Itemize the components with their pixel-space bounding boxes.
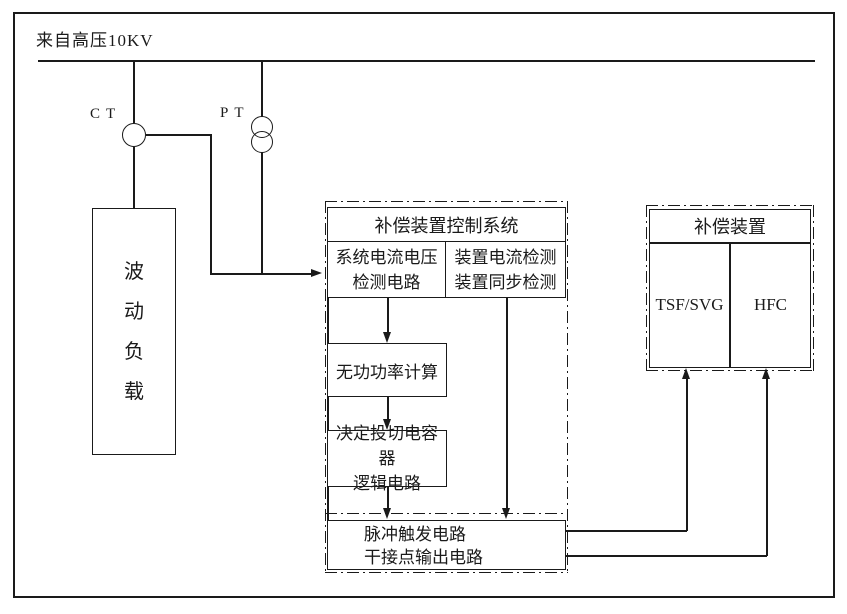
flow-line-reactive-to-logic (387, 397, 389, 420)
arrow-devdetect-to-pulse-icon (502, 508, 510, 519)
flow-line-detect-to-reactive (387, 298, 389, 333)
pulse-output-box: 脉冲触发电路 干接点输出电路 (327, 520, 566, 570)
comp-boundary-top (646, 205, 814, 207)
system-detect-line2: 检测电路 (352, 272, 421, 292)
arrow-detect-to-reactive-icon (383, 332, 391, 343)
pt-label: PT (220, 105, 250, 121)
pulse-output-line1: 脉冲触发电路 (364, 525, 466, 544)
control-boundary-right (567, 201, 569, 574)
ct-drop-line-lower (133, 147, 135, 208)
flow-line-devdetect-to-pulse (506, 298, 508, 509)
source-voltage-label: 来自高压10KV (36, 31, 154, 50)
ct-label: CT (90, 106, 122, 122)
control-input-arrow-icon (311, 269, 322, 277)
pulse-to-hfc-line-v (766, 379, 768, 556)
comp-boundary-bottom (646, 370, 814, 372)
control-system-title-box: 补偿装置控制系统 (327, 207, 566, 242)
control-boundary-bottom (325, 572, 568, 574)
signal-line-to-control (210, 273, 312, 275)
compensation-title: 补偿装置 (649, 209, 811, 242)
device-detect-line1: 装置电流检测 (454, 247, 557, 267)
reactive-power-box: 无功功率计算 (327, 343, 447, 397)
hfc-cell: HFC (730, 243, 811, 366)
ct-signal-line-h1 (146, 134, 211, 136)
load-char-3: 负 (124, 341, 144, 363)
capacitor-logic-line1: 决定投切电容器 (336, 424, 438, 468)
ct-symbol-icon (122, 123, 146, 147)
flow-line-logic-to-pulse (387, 487, 389, 509)
pt-drop-line-upper (261, 62, 263, 117)
device-detect-box: 装置电流检测 装置同步检测 (445, 241, 566, 298)
control-boundary-top (325, 201, 568, 203)
hfc-label: HFC (753, 294, 788, 314)
capacitor-logic-line2: 逻辑电路 (353, 474, 421, 493)
pulse-to-tsf-line-v (686, 379, 688, 531)
pt-symbol-lower-icon (251, 131, 273, 153)
comp-boundary-right (813, 205, 815, 372)
control-system-title: 补偿装置控制系统 (374, 215, 519, 236)
tsf-svg-label: TSF/SVG (655, 294, 724, 314)
left-edge-connector-1 (327, 297, 329, 344)
ct-signal-line-v (210, 134, 212, 274)
load-char-4: 载 (124, 381, 144, 403)
device-detect-line2: 装置同步检测 (454, 272, 557, 292)
comp-boundary-left (646, 205, 648, 372)
control-boundary-left (325, 201, 327, 574)
control-boundary-mid (325, 513, 568, 515)
reactive-power-label: 无功功率计算 (336, 362, 438, 382)
arrow-logic-to-pulse-icon (383, 508, 391, 519)
pulse-to-tsf-line-h (566, 530, 687, 532)
load-char-2: 动 (124, 301, 144, 323)
load-box: 波 动 负 载 (92, 208, 176, 455)
left-edge-connector-2 (327, 396, 329, 431)
capacitor-logic-box: 决定投切电容器 逻辑电路 (327, 424, 447, 493)
load-char-1: 波 (124, 261, 144, 283)
arrow-to-hfc-icon (762, 368, 770, 379)
pulse-output-line2: 干接点输出电路 (364, 548, 483, 567)
compensation-cell-divider (729, 242, 731, 368)
page-frame (13, 12, 835, 598)
pt-drop-line-lower (261, 152, 263, 274)
left-edge-connector-3 (327, 486, 329, 521)
pulse-to-hfc-line-h (566, 555, 767, 557)
compensation-title-text: 补偿装置 (694, 216, 766, 237)
arrow-to-tsf-icon (682, 368, 690, 379)
tsf-svg-cell: TSF/SVG (649, 243, 730, 366)
ct-drop-line-upper (133, 62, 135, 123)
arrow-reactive-to-logic-icon (383, 419, 391, 430)
system-detect-box: 系统电流电压 检测电路 (327, 241, 446, 298)
system-detect-line1: 系统电流电压 (335, 247, 438, 267)
bus-line (38, 60, 815, 62)
